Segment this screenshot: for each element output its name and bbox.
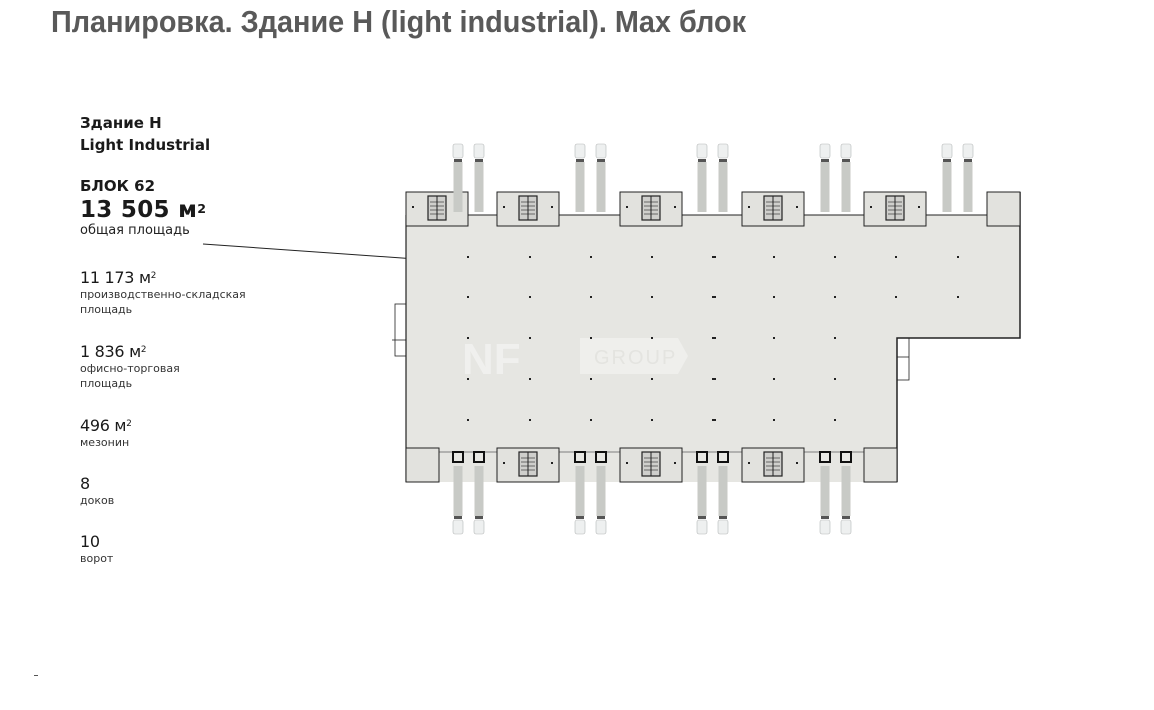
unit-superscript: 2: [150, 271, 157, 281]
unit-superscript: 2: [140, 345, 147, 355]
svg-text:NF: NF: [462, 335, 521, 384]
stray-mark: [34, 675, 38, 676]
stat-label: доков: [80, 494, 115, 507]
callout-arrow-line: [202, 243, 431, 261]
stat-number: 496 м: [80, 416, 127, 435]
column-grid: [467, 256, 959, 421]
total-area-number: 13 505 м: [80, 197, 198, 223]
stat-value: 10: [80, 532, 113, 551]
building-info-panel: Здание Н Light Industrial БЛОК 62 13 505…: [80, 112, 210, 238]
unit-superscript: 2: [126, 419, 132, 429]
stat-label: мезонин: [80, 436, 130, 449]
stat-number: 10: [80, 532, 100, 551]
nf-group-watermark: NF GROUP: [462, 335, 688, 384]
top-offices: [405, 191, 1021, 227]
stat-value: 1 836 м2: [80, 342, 180, 361]
stat-label: офисно-торговая: [80, 362, 180, 375]
unit-superscript: 2: [197, 201, 207, 216]
building-name: Здание Н: [80, 114, 162, 132]
side-entrance: [392, 303, 407, 357]
stat-value: 496 м2: [80, 416, 132, 435]
stat-gates: 10 ворот: [80, 532, 113, 566]
page-title: Планировка. Здание Н (light industrial).…: [51, 4, 747, 39]
stat-mezzanine: 496 м2 мезонин: [80, 416, 132, 450]
stat-value: 11 173 м2: [80, 268, 246, 287]
stat-production-area: 11 173 м2 производственно-складская площ…: [80, 268, 246, 317]
stat-label-cont: площадь: [80, 303, 133, 316]
svg-text:GROUP: GROUP: [594, 347, 677, 369]
building-type: Light Industrial: [80, 136, 211, 154]
stat-label-cont: площадь: [80, 377, 133, 390]
total-area-label: общая площадь: [80, 223, 190, 238]
bottom-offices: [405, 447, 898, 483]
stat-docks: 8 доков: [80, 474, 114, 508]
stat-office-area: 1 836 м2 офисно-торговая площадь: [80, 342, 180, 391]
stat-value: 8: [80, 474, 114, 493]
side-entrance-right: [896, 337, 910, 381]
block-label: БЛОК 62: [80, 177, 155, 195]
total-area-value: 13 505 м2: [80, 196, 210, 224]
stat-number: 8: [80, 474, 90, 493]
stat-number: 11 173 м: [80, 268, 151, 287]
stat-number: 1 836 м: [80, 342, 141, 361]
stat-label: ворот: [80, 552, 114, 565]
stat-label: производственно-складская: [80, 288, 246, 301]
